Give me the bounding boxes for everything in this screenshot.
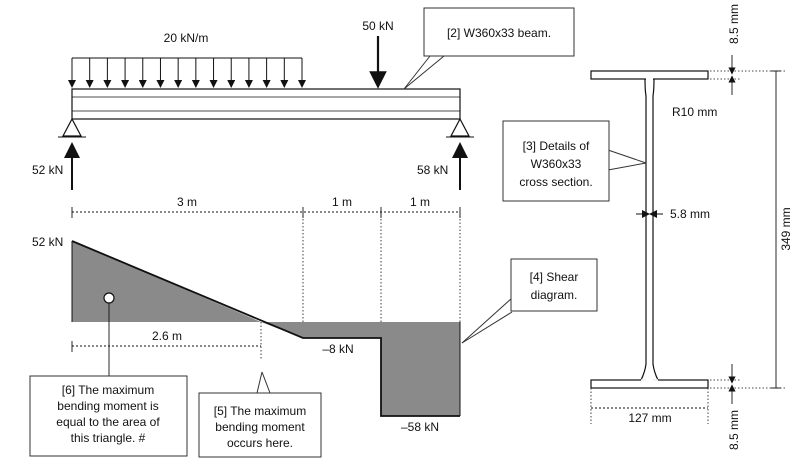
callout-6-line-1: [6] The maximum (62, 383, 154, 397)
callout-5-line-2: bending moment (215, 420, 305, 434)
distributed-load (68, 57, 306, 88)
point-load-label: 50 kN (362, 19, 393, 33)
right-reaction-label: 58 kN (417, 163, 448, 177)
beam (71, 88, 461, 120)
width-label: 127 mm (628, 411, 671, 425)
zero-shear-dimension-label: 2.6 m (152, 329, 182, 343)
callout-4-line-1: [4] Shear (530, 270, 579, 284)
span-2-label: 1 m (332, 195, 352, 209)
top-flange-thickness-label: 8.5 mm (727, 4, 741, 44)
shear-end-label: –58 kN (401, 420, 439, 434)
depth-dimension (710, 55, 785, 404)
shear-negative-region-small (261, 322, 381, 338)
callout-6: [6] The maximum bending moment is equal … (29, 375, 188, 457)
width-dimension (590, 388, 709, 424)
depth-label: 349 mm (779, 207, 793, 250)
callout-6-line-4: this triangle. # (71, 431, 146, 445)
callout-2: [2] W360x33 beam. (403, 7, 575, 90)
callout-5-line-1: [5] The maximum (214, 404, 306, 418)
callout-3-line-1: [3] Details of (523, 139, 590, 153)
zero-shear-dimension (71, 322, 262, 360)
callout-6-line-3: equal to the area of (56, 415, 160, 429)
shear-mid-label: –8 kN (322, 342, 353, 356)
cross-section (590, 70, 709, 389)
callout-4-line-2: diagram. (531, 288, 578, 302)
web-thickness-label: 5.8 mm (670, 207, 710, 221)
callout-2-line-1: [2] W360x33 beam. (447, 26, 551, 40)
distributed-load-label: 20 kN/m (164, 31, 209, 45)
callout-5-line-3: occurs here. (227, 436, 293, 450)
callout-3-line-2: W360x33 (531, 157, 582, 171)
triangle-marker (103, 292, 115, 304)
span-3-label: 1 m (410, 195, 430, 209)
bottom-flange-thickness-label: 8.5 mm (727, 410, 741, 450)
callout-4: [4] Shear diagram. (461, 258, 598, 344)
fillet-radius-label: R10 mm (672, 105, 717, 119)
callout-6-line-2: bending moment is (57, 399, 158, 413)
shear-negative-region-large (381, 322, 460, 416)
span-1-label: 3 m (177, 195, 197, 209)
left-reaction-label: 52 kN (32, 163, 63, 177)
callout-3: [3] Details of W360x33 cross section. (502, 120, 647, 202)
shear-diagram (71, 240, 461, 417)
right-support (446, 117, 474, 138)
left-support (58, 117, 86, 138)
shear-start-label: 52 kN (32, 235, 63, 249)
span-dimensions (71, 207, 461, 336)
callout-3-line-3: cross section. (519, 175, 592, 189)
callout-5: [5] The maximum bending moment occurs he… (198, 371, 322, 458)
